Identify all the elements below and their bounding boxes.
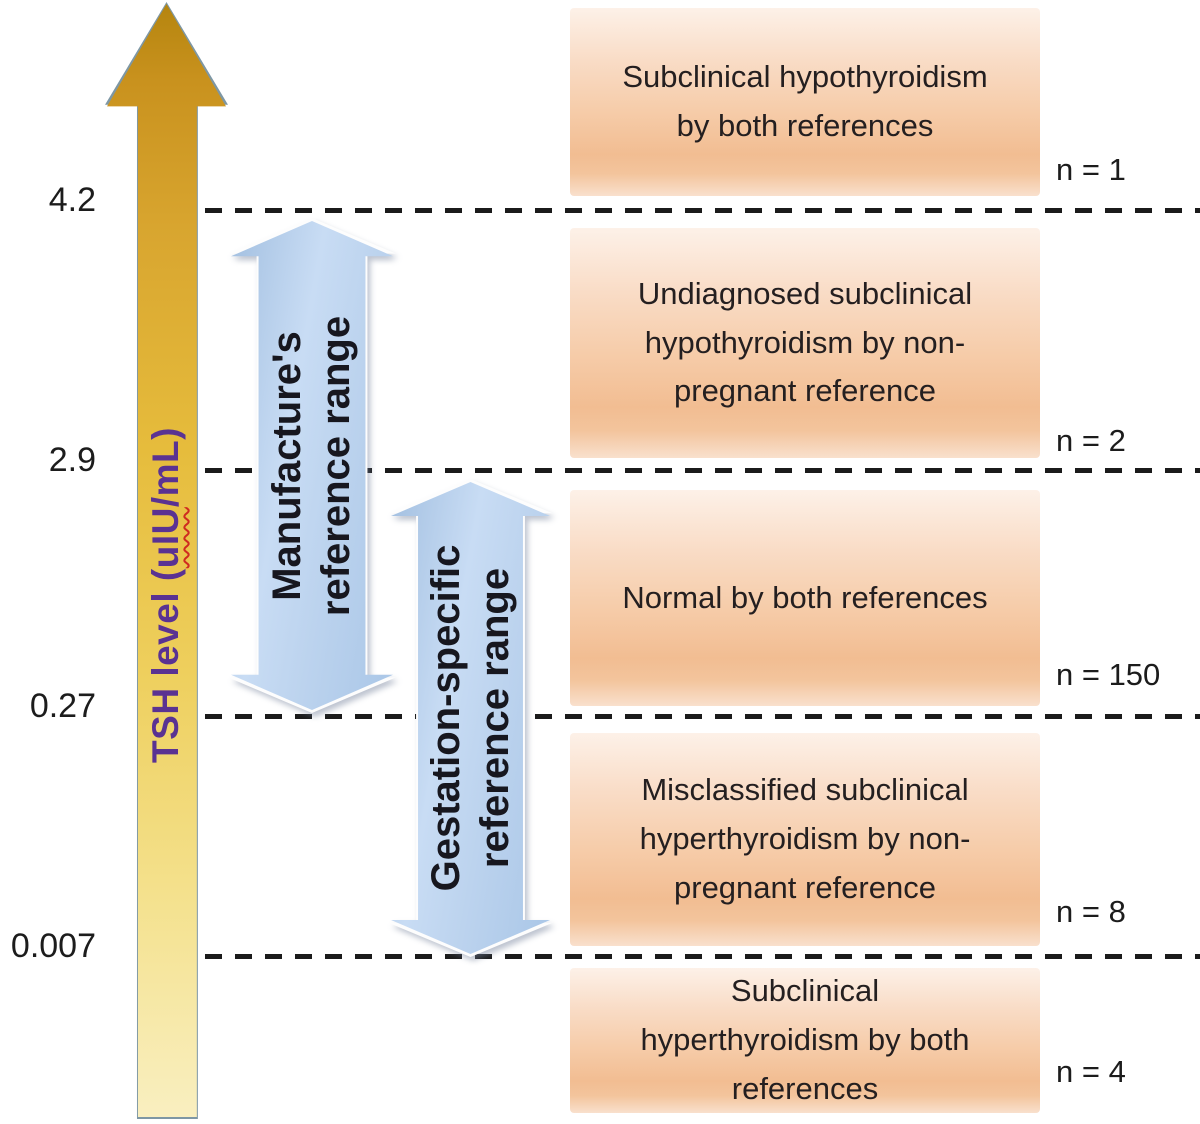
axis-tick-0.27: 0.27 <box>29 687 96 725</box>
zone-normal: Normal by both references <box>570 490 1040 706</box>
zone-count-2: n = 2 <box>1056 423 1126 458</box>
threshold-line-0.007 <box>205 954 1200 959</box>
zone-count-4: n = 4 <box>1056 1054 1126 1089</box>
threshold-line-2.9 <box>205 468 1200 473</box>
zone-count-150: n = 150 <box>1056 657 1161 692</box>
tsh-axis-arrow <box>105 2 228 1119</box>
axis-tick-4.2: 4.2 <box>48 181 96 219</box>
axis-title-text: TSH level ( <box>145 568 186 763</box>
axis-tick-0.007: 0.007 <box>10 927 96 965</box>
threshold-line-0.27 <box>205 714 1200 719</box>
zone-count-1: n = 1 <box>1056 152 1126 187</box>
zone-count-8: n = 8 <box>1056 894 1126 929</box>
threshold-line-4.2 <box>205 208 1200 213</box>
axis-tick-2.9: 2.9 <box>48 441 96 479</box>
axis-title-unit: uIU <box>145 507 186 569</box>
axis-title: TSH level (uIU/mL) <box>145 427 187 763</box>
axis-title-suffix: /mL) <box>145 427 186 508</box>
zone-label: Normal by both references <box>622 579 988 615</box>
